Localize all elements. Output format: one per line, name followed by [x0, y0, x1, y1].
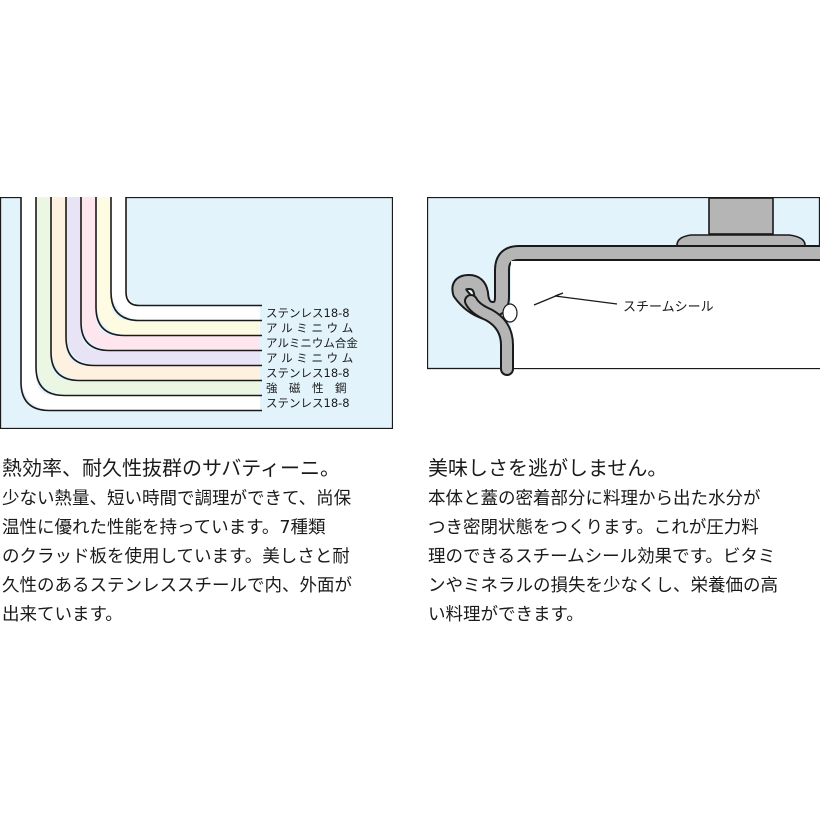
layer-aluminium-2-band [66, 197, 260, 366]
layer-aluminium-alloy-band [81, 197, 260, 351]
layer-stainless-outer-band [21, 197, 260, 411]
clad-body-line: 久性のあるステンレススチールで内、外面が [2, 576, 352, 596]
clad-description: 熱効率、耐久性抜群のサバティーニ。 少ない熱量、短い時間で調理ができて、尚保 温… [2, 455, 397, 630]
steam-seal-body-line: つき密閉状態をつくります。これが圧力料 [428, 518, 759, 538]
clad-body-line: 温性に優れた性能を持っています。7種類 [2, 518, 326, 538]
steam-seal-description: 美味しさを逃がしません。 本体と蓋の密着部分に料理から出た水分が つき密閉状態を… [428, 455, 820, 630]
pot-wall [464, 294, 514, 376]
label-aluminium-2: ア ル ミ ニ ウ ム [266, 351, 353, 365]
steam-seal-body-line: ンやミネラルの損失を少なくし、栄養価の高 [428, 576, 778, 596]
clad-body-line: のクラッド板を使用しています。美しさと耐 [2, 547, 350, 567]
steam-seal-diagram: スチームシール [427, 197, 820, 429]
clad-layers-diagram: ステンレス18-8 ア ル ミ ニ ウ ム アルミニウム合金 ア ル ミ ニ ウ… [0, 197, 393, 429]
steam-seal-leader [533, 292, 618, 306]
lid [451, 245, 820, 320]
label-aluminium-alloy: アルミニウム合金 [266, 336, 358, 350]
clad-body-line: 少ない熱量、短い時間で調理ができて、尚保 [2, 489, 352, 509]
layer-stainless-mid-band [51, 197, 260, 381]
layer-bands [21, 197, 260, 411]
layer-aluminium-1-band [96, 197, 260, 336]
label-magnetic-steel: 強 磁 性 鋼 [266, 381, 347, 395]
clad-body: 少ない熱量、短い時間で調理ができて、尚保 温性に優れた性能を持っています。7種類… [2, 485, 397, 630]
clad-body-line: 出来ています。 [2, 605, 123, 625]
label-stainless-mid: ステンレス18-8 [266, 366, 350, 380]
steam-seal-body-line: い料理ができます。 [428, 605, 584, 625]
steam-seal-drop [502, 303, 518, 323]
label-aluminium-1: ア ル ミ ニ ウ ム [266, 321, 353, 335]
steam-seal-body-line: 本体と蓋の密着部分に料理から出た水分が [428, 489, 761, 509]
layer-boundaries [20, 197, 262, 412]
steam-seal-body: 本体と蓋の密着部分に料理から出た水分が つき密閉状態をつくります。これが圧力料 … [428, 485, 820, 630]
steam-seal-label: スチームシール [623, 300, 714, 315]
label-stainless-inner: ステンレス18-8 [266, 306, 350, 320]
pot-interior [511, 261, 820, 368]
layer-stainless-inner-band [111, 197, 260, 321]
steam-seal-body-line: 理のできるスチームシール効果です。ビタミ [428, 547, 776, 567]
label-stainless-outer: ステンレス18-8 [266, 396, 350, 410]
layer-labels: ステンレス18-8 ア ル ミ ニ ウ ム アルミニウム合金 ア ル ミ ニ ウ… [266, 306, 358, 410]
layer-magnetic-steel-band [36, 197, 260, 396]
clad-title: 熱効率、耐久性抜群のサバティーニ。 [2, 456, 340, 480]
steam-seal-title: 美味しさを逃がしません。 [428, 456, 668, 480]
